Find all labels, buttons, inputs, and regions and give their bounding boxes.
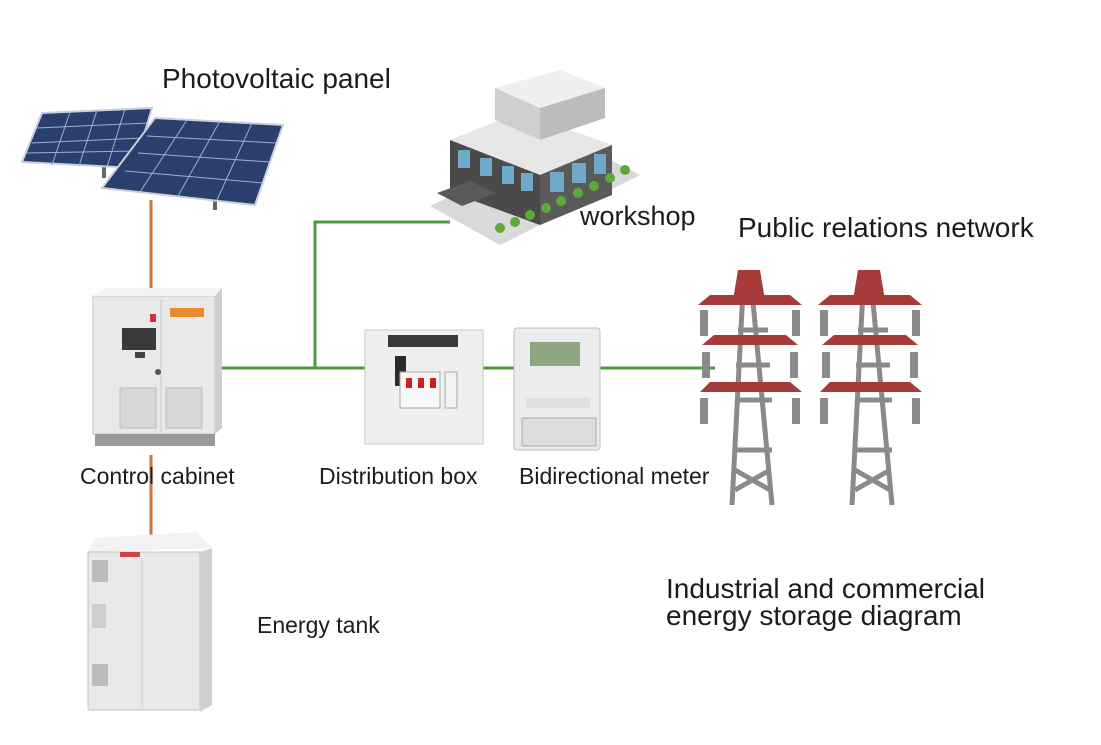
photovoltaic-panel-icon	[20, 106, 285, 210]
control-cabinet-label: Control cabinet	[80, 463, 235, 489]
transmission-tower-icon	[698, 269, 922, 506]
control-cabinet-icon	[92, 288, 222, 446]
diagram-title: Industrial and commercial energy storage…	[666, 573, 986, 631]
diagram-title-line-1: Industrial and commercial	[666, 573, 986, 604]
workshop-label: workshop	[580, 201, 696, 231]
bidirectional-meter-icon	[513, 327, 601, 451]
connectors	[149, 200, 715, 535]
workshop-building-icon	[430, 70, 640, 245]
distribution-box-label: Distribution box	[319, 463, 478, 489]
energy-tank-icon	[87, 532, 212, 712]
energy-tank-label: Energy tank	[257, 612, 380, 638]
ac-link-cabinet-workshop	[215, 220, 450, 370]
photovoltaic-panel-label: Photovoltaic panel	[162, 63, 391, 94]
bidirectional-meter-label: Bidirectional meter	[519, 463, 710, 489]
distribution-box-icon	[364, 329, 484, 445]
public-network-label: Public relations network	[738, 212, 1034, 243]
diagram-title-line-2: energy storage diagram	[666, 600, 962, 631]
